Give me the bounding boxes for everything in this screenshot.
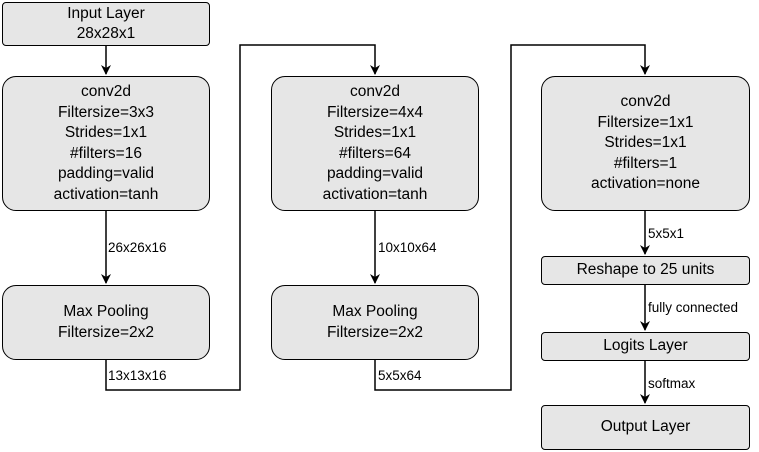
node-text-line: Output Layer (600, 418, 691, 436)
node-text-line: #filters=16 (70, 144, 142, 162)
arrow-pool2-to-conv3 (374, 44, 650, 391)
node-text-line: conv2d (620, 93, 671, 111)
node-text-line: Filtersize=2x2 (326, 323, 424, 341)
output-layer-node: Output Layer (541, 405, 750, 450)
edge-label-conv3-reshape: 5x5x1 (647, 226, 686, 242)
node-text-line: activation=none (590, 175, 700, 193)
node-text-line: Max Pooling (332, 303, 418, 320)
node-text-line: #filters=1 (613, 154, 678, 172)
node-text-line: Logits Layer (603, 337, 688, 355)
node-text-line: activation=tanh (322, 185, 428, 203)
node-text-line: padding=valid (57, 165, 155, 182)
node-text-line: Strides=1x1 (604, 134, 687, 152)
node-text-line: 28x28x1 (76, 25, 136, 42)
node-text-line: #filters=64 (339, 144, 411, 162)
node-text-line: conv2d (350, 83, 400, 100)
input-layer-node: Input Layer 28x28x1 (2, 2, 210, 46)
node-text-line: Filtersize=2x2 (57, 323, 155, 341)
edge-label-logits-output: softmax (647, 376, 697, 392)
node-text-line: Filtersize=1x1 (597, 113, 694, 131)
node-text-line: Reshape to 25 units (576, 261, 715, 279)
arrow-pool1-to-conv2 (105, 44, 380, 391)
node-text-line: Strides=1x1 (333, 124, 417, 141)
edge-label-reshape-logits: fully connected (647, 300, 740, 316)
node-text-line: activation=tanh (53, 185, 159, 203)
node-text-line: Filtersize=3x3 (57, 103, 155, 121)
logits-layer-node: Logits Layer (541, 332, 750, 361)
edge-label-pool1-conv2: 13x13x16 (107, 368, 168, 384)
node-text-line: Max Pooling (63, 303, 149, 320)
node-text-line: padding=valid (326, 165, 424, 182)
node-text-line: conv2d (81, 83, 131, 100)
node-text-line: Filtersize=4x4 (326, 103, 424, 121)
node-text-line: Input Layer (67, 4, 145, 22)
node-text-line: Strides=1x1 (64, 124, 148, 141)
edge-label-conv1-pool1: 26x26x16 (107, 240, 168, 256)
reshape-node: Reshape to 25 units (541, 256, 750, 285)
edge-label-conv2-pool2: 10x10x64 (377, 240, 438, 256)
edge-label-pool2-conv3: 5x5x64 (377, 368, 423, 384)
